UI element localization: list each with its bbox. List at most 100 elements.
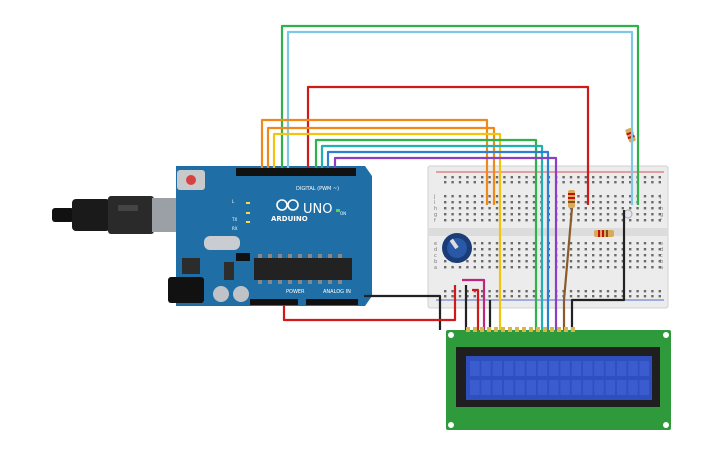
lcd-pin	[494, 327, 498, 332]
breadboard-hole	[592, 207, 595, 210]
breadboard-hole	[532, 219, 536, 222]
breadboard-hole	[562, 290, 565, 293]
lcd-pin	[487, 327, 491, 332]
breadboard-row-letter: c	[660, 253, 663, 259]
breadboard-hole	[510, 290, 513, 293]
breadboard-hole	[629, 207, 632, 210]
breadboard-hole	[525, 248, 528, 251]
breadboard-hole	[599, 290, 602, 293]
breadboard-hole	[495, 242, 499, 245]
breadboard-hole	[488, 176, 491, 179]
breadboard-hole	[532, 266, 536, 269]
breadboard-hole	[592, 201, 595, 204]
breadboard-hole	[532, 290, 536, 293]
resistor-3	[625, 127, 636, 143]
breadboard-hole	[518, 201, 521, 204]
breadboard-hole	[584, 266, 587, 269]
breadboard-row-letter: f	[660, 218, 662, 224]
breadboard-hole	[525, 242, 528, 245]
breadboard-hole	[473, 260, 476, 263]
breadboard-hole	[577, 254, 580, 257]
breadboard-hole	[629, 266, 632, 269]
breadboard-hole	[577, 213, 580, 216]
breadboard-hole	[584, 219, 587, 222]
lcd-cell	[481, 380, 491, 395]
breadboard-hole	[592, 242, 595, 245]
breadboard-hole	[458, 219, 462, 222]
breadboard-hole	[518, 254, 521, 257]
lcd-cell	[503, 380, 514, 395]
breadboard-hole	[606, 290, 610, 293]
lcd-cell	[616, 361, 627, 376]
breadboard-hole	[599, 181, 602, 184]
breadboard-hole	[473, 254, 476, 257]
breadboard-hole	[629, 195, 632, 198]
breadboard-hole	[621, 207, 624, 210]
microcontroller-chip	[254, 258, 352, 280]
breadboard-hole	[532, 260, 536, 263]
breadboard-hole	[592, 295, 595, 298]
breadboard-hole	[473, 266, 476, 269]
breadboard-hole	[518, 242, 521, 245]
breadboard-hole	[510, 213, 513, 216]
breadboard-row-letter: g	[660, 212, 663, 218]
lcd-cell	[571, 361, 582, 376]
on-label: ON	[340, 211, 346, 216]
breadboard-hole	[562, 213, 565, 216]
breadboard-hole	[658, 213, 661, 216]
breadboard-hole	[643, 260, 647, 263]
breadboard-hole	[569, 181, 573, 184]
power-header	[250, 299, 298, 305]
reset-button[interactable]	[186, 175, 196, 185]
wire-magenta-pot	[462, 278, 486, 330]
breadboard-hole	[651, 260, 654, 263]
capacitor-1	[213, 286, 229, 302]
breadboard-hole	[599, 213, 602, 216]
breadboard-hole	[606, 219, 610, 222]
breadboard-hole	[451, 195, 454, 198]
breadboard-hole	[458, 181, 462, 184]
potentiometer[interactable]	[442, 233, 472, 263]
breadboard-hole	[577, 207, 580, 210]
breadboard-hole	[569, 248, 573, 251]
breadboard-hole	[569, 254, 573, 257]
capacitor-2	[233, 286, 249, 302]
breadboard-hole	[488, 266, 491, 269]
breadboard-hole	[643, 195, 647, 198]
breadboard-hole	[577, 290, 580, 293]
breadboard-hole	[525, 266, 528, 269]
lcd-cell	[515, 361, 525, 376]
breadboard-hole	[629, 219, 632, 222]
lcd-cell	[549, 361, 559, 376]
breadboard-hole	[651, 219, 654, 222]
power-label: POWER	[286, 289, 305, 295]
breadboard-hole	[466, 213, 469, 216]
breadboard-hole	[510, 266, 513, 269]
breadboard-hole	[466, 260, 469, 263]
breadboard-hole	[658, 295, 661, 298]
breadboard-hole	[444, 266, 447, 269]
breadboard-hole	[606, 201, 610, 204]
breadboard-hole	[658, 266, 661, 269]
breadboard-hole	[651, 266, 654, 269]
breadboard-hole	[525, 207, 528, 210]
breadboard-hole	[577, 195, 580, 198]
breadboard-hole	[651, 176, 654, 179]
led	[623, 209, 633, 219]
lcd-cell	[492, 380, 503, 395]
lcd-pin	[529, 327, 533, 332]
power-jack	[168, 277, 204, 303]
breadboard-hole	[481, 213, 484, 216]
breadboard-hole	[562, 242, 565, 245]
breadboard-hole	[606, 260, 610, 263]
breadboard-hole	[636, 207, 639, 210]
breadboard-hole	[614, 295, 617, 298]
wire-orange-2	[266, 126, 496, 205]
lcd-cell	[616, 380, 627, 395]
breadboard-hole	[592, 290, 595, 293]
breadboard-hole	[518, 213, 521, 216]
breadboard-hole	[481, 266, 484, 269]
breadboard-hole	[569, 290, 573, 293]
breadboard-hole	[503, 201, 506, 204]
breadboard-hole	[643, 201, 647, 204]
